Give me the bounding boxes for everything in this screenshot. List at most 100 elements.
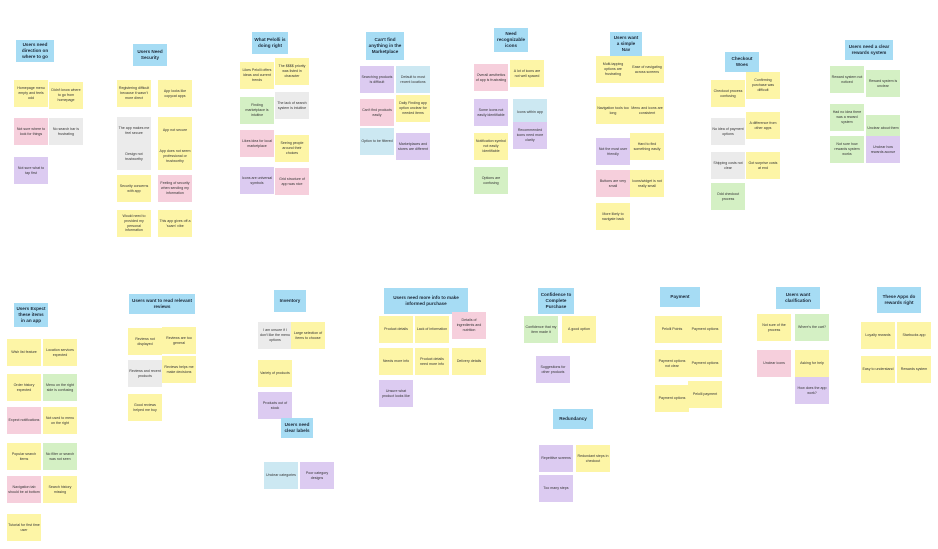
sticky-note[interactable]: Registering difficult because it wasn't … (117, 80, 151, 107)
sticky-note[interactable]: Hard to find something easily (630, 133, 664, 160)
sticky-note[interactable]: Too many steps (539, 475, 573, 502)
sticky-note[interactable]: Multi-tapping options are frustrating (596, 56, 630, 83)
sticky-note[interactable]: App looks like copycat apps (158, 80, 192, 107)
sticky-note[interactable]: Likes idea for local marketplace (240, 130, 274, 157)
sticky-note[interactable]: Unsure what product looks like (379, 380, 413, 407)
sticky-note[interactable]: Navigation tab should be at bottom (7, 476, 41, 503)
sticky-note[interactable]: Daily Finding app option unclear for nee… (396, 95, 430, 122)
sticky-note[interactable]: App not secure (158, 117, 192, 144)
sticky-note[interactable]: Didn't know where to go from homepage (49, 82, 83, 109)
group-header-users-want-clarification[interactable]: Users want clarification (776, 287, 820, 309)
group-header-users-expect-these-items-in-an-app[interactable]: Users Expect these items in an app (14, 303, 48, 327)
sticky-note[interactable]: A difference from other apps (746, 112, 780, 139)
group-header-inventory[interactable]: Inventory (274, 290, 306, 312)
sticky-note[interactable]: More likely to navigate back (596, 203, 630, 230)
sticky-note[interactable]: Odd checkout process (711, 183, 745, 210)
sticky-note[interactable]: Tutorial for first time user (7, 514, 41, 541)
sticky-note[interactable]: Design not trustworthy (117, 143, 151, 170)
sticky-note[interactable]: Security concerns with app (117, 175, 151, 202)
sticky-note[interactable]: Recommended icons need more clarity (513, 122, 547, 149)
group-header-users-need-more-info-to-make-informed-purchase[interactable]: Users need more info to make informed pu… (384, 288, 468, 314)
sticky-note[interactable]: Reviews are too general (162, 327, 196, 354)
sticky-note[interactable]: Not sure what to tap first (14, 157, 48, 184)
sticky-note[interactable]: Some icons not easily identifiable (474, 99, 508, 126)
sticky-note[interactable]: The lack of search system is intuitive (275, 92, 309, 119)
sticky-note[interactable]: Navigation tools too long (596, 97, 630, 124)
sticky-note[interactable]: Reward system not noticed (830, 66, 864, 93)
sticky-note[interactable]: Popular search items (7, 443, 41, 470)
sticky-note[interactable]: Products out of stock (258, 392, 292, 419)
sticky-note[interactable]: Payment options (688, 316, 722, 343)
sticky-note[interactable]: Product details (379, 316, 413, 343)
sticky-note[interactable]: Icons/widget is not really small (630, 170, 664, 197)
sticky-note[interactable]: Grid structure of app was nice (275, 168, 309, 195)
group-header-users-want-to-read-relevant-reviews[interactable]: Users want to read relevant reviews (129, 294, 195, 314)
sticky-note[interactable]: Shipping costs not clear (711, 152, 745, 179)
sticky-note[interactable]: Reviews not displayed (128, 328, 162, 355)
group-header-need-recognizable-icons[interactable]: Need recognizable icons (494, 28, 528, 52)
sticky-note[interactable]: Not sure where to look for things (14, 118, 48, 145)
group-header-checkout-woes[interactable]: Checkout Woes (725, 52, 759, 72)
sticky-note[interactable]: This app gives off a 'scam' vibe (158, 210, 192, 237)
sticky-note[interactable]: Payment options (655, 385, 689, 412)
sticky-note[interactable]: No search bar is frustrating (49, 118, 83, 145)
sticky-note[interactable]: Option to be filtered (360, 128, 394, 155)
sticky-note[interactable]: Starbucks app (897, 322, 931, 349)
sticky-note[interactable]: Redundant steps in checkout (576, 445, 610, 472)
sticky-note[interactable]: Rewards system (897, 356, 931, 383)
sticky-note[interactable]: Options are confusing (474, 167, 508, 194)
sticky-note[interactable]: Not used to menu on the right (43, 407, 77, 434)
sticky-note[interactable]: App does not seem professional or trustw… (158, 143, 192, 170)
sticky-note[interactable]: Variety of products (258, 360, 292, 387)
sticky-note[interactable]: Payment options (688, 350, 722, 377)
sticky-note[interactable]: Order history expected (7, 374, 41, 401)
sticky-note[interactable]: Confidence that my item made it (524, 316, 558, 343)
sticky-note[interactable]: Delivery details (452, 348, 486, 375)
sticky-note[interactable]: Large selection of items to choose (291, 322, 325, 349)
sticky-note[interactable]: Poor category designs (300, 462, 334, 489)
sticky-note[interactable]: Unclear how rewards accrue (866, 136, 900, 163)
sticky-note[interactable]: Icons are universal symbols (240, 167, 274, 194)
sticky-note[interactable]: No idea of payment options (711, 118, 745, 145)
group-header-users-need-direction-on-where-to-go[interactable]: Users need direction on where to go (16, 40, 54, 62)
sticky-note[interactable]: The app makes me feel secure (117, 117, 151, 144)
sticky-note[interactable]: Menu and icons are consistent (630, 97, 664, 124)
sticky-note[interactable]: How does the app work? (795, 377, 829, 404)
group-header-users-need-a-clear-rewards-system[interactable]: Users need a clear rewards system (845, 40, 893, 60)
sticky-note[interactable]: A lot of icons are not well spaced (510, 60, 544, 87)
sticky-note[interactable]: Easy to understand (861, 356, 895, 383)
group-header-these-apps-do-rewards-right[interactable]: These Apps do rewards right (877, 287, 921, 313)
group-header-payment[interactable]: Payment (660, 287, 700, 307)
group-header-what-pelolli-is-doing-right[interactable]: What Pelolli is doing right (252, 32, 288, 54)
sticky-note[interactable]: Pelolli payment (688, 381, 722, 408)
sticky-note[interactable]: Product details need more info (415, 348, 449, 375)
sticky-note[interactable]: Marketplaces and stores are different (396, 133, 430, 160)
sticky-note[interactable]: Asking for help (795, 350, 829, 377)
sticky-note[interactable]: Reviews helps me make decisions (162, 356, 196, 383)
sticky-note[interactable]: Payment options not clear (655, 350, 689, 377)
sticky-note[interactable]: Loyalty rewards (861, 322, 895, 349)
sticky-note[interactable]: The $$$$ priority was listed in characte… (275, 58, 309, 85)
sticky-note[interactable]: Had no idea there was a reward system (830, 104, 864, 131)
group-header-users-need-security[interactable]: Users Need Security (133, 44, 167, 66)
sticky-note[interactable]: Buttons are very small (596, 170, 630, 197)
sticky-note[interactable]: Reviews and recent products (128, 360, 162, 387)
sticky-note[interactable]: Not sure of the process (757, 314, 791, 341)
sticky-note[interactable]: Where's the cart? (795, 314, 829, 341)
sticky-note[interactable]: Wish list feature (7, 339, 41, 366)
sticky-note[interactable]: Pelolli Points (655, 316, 689, 343)
sticky-note[interactable]: Got surprise costs at end (746, 152, 780, 179)
group-header-can-t-find-anything-in-the-marketplace[interactable]: Can't find anything in the Marketplace (366, 32, 404, 60)
sticky-note[interactable]: Icons within app (513, 99, 547, 126)
sticky-note[interactable]: I am unsure if I don't like the menu opt… (258, 322, 292, 349)
sticky-note[interactable]: Homepage menu empty and feels odd (14, 80, 48, 107)
sticky-note[interactable]: Details of ingredients and nutrition (452, 312, 486, 339)
sticky-note[interactable]: Good reviews helped me buy (128, 394, 162, 421)
sticky-note[interactable]: Not the most user friendly (596, 138, 630, 165)
sticky-note[interactable]: Feeling of security when sending my info… (158, 175, 192, 202)
group-header-confidence-to-complete-purchase[interactable]: Confidence to Complete Purchase (538, 288, 574, 314)
sticky-note[interactable]: Repetitive screens (539, 445, 573, 472)
sticky-note[interactable]: Reward system is unclear (866, 70, 900, 97)
sticky-note[interactable]: Confirming purchase was difficult (746, 72, 780, 99)
sticky-note[interactable]: Location services expected (43, 339, 77, 366)
